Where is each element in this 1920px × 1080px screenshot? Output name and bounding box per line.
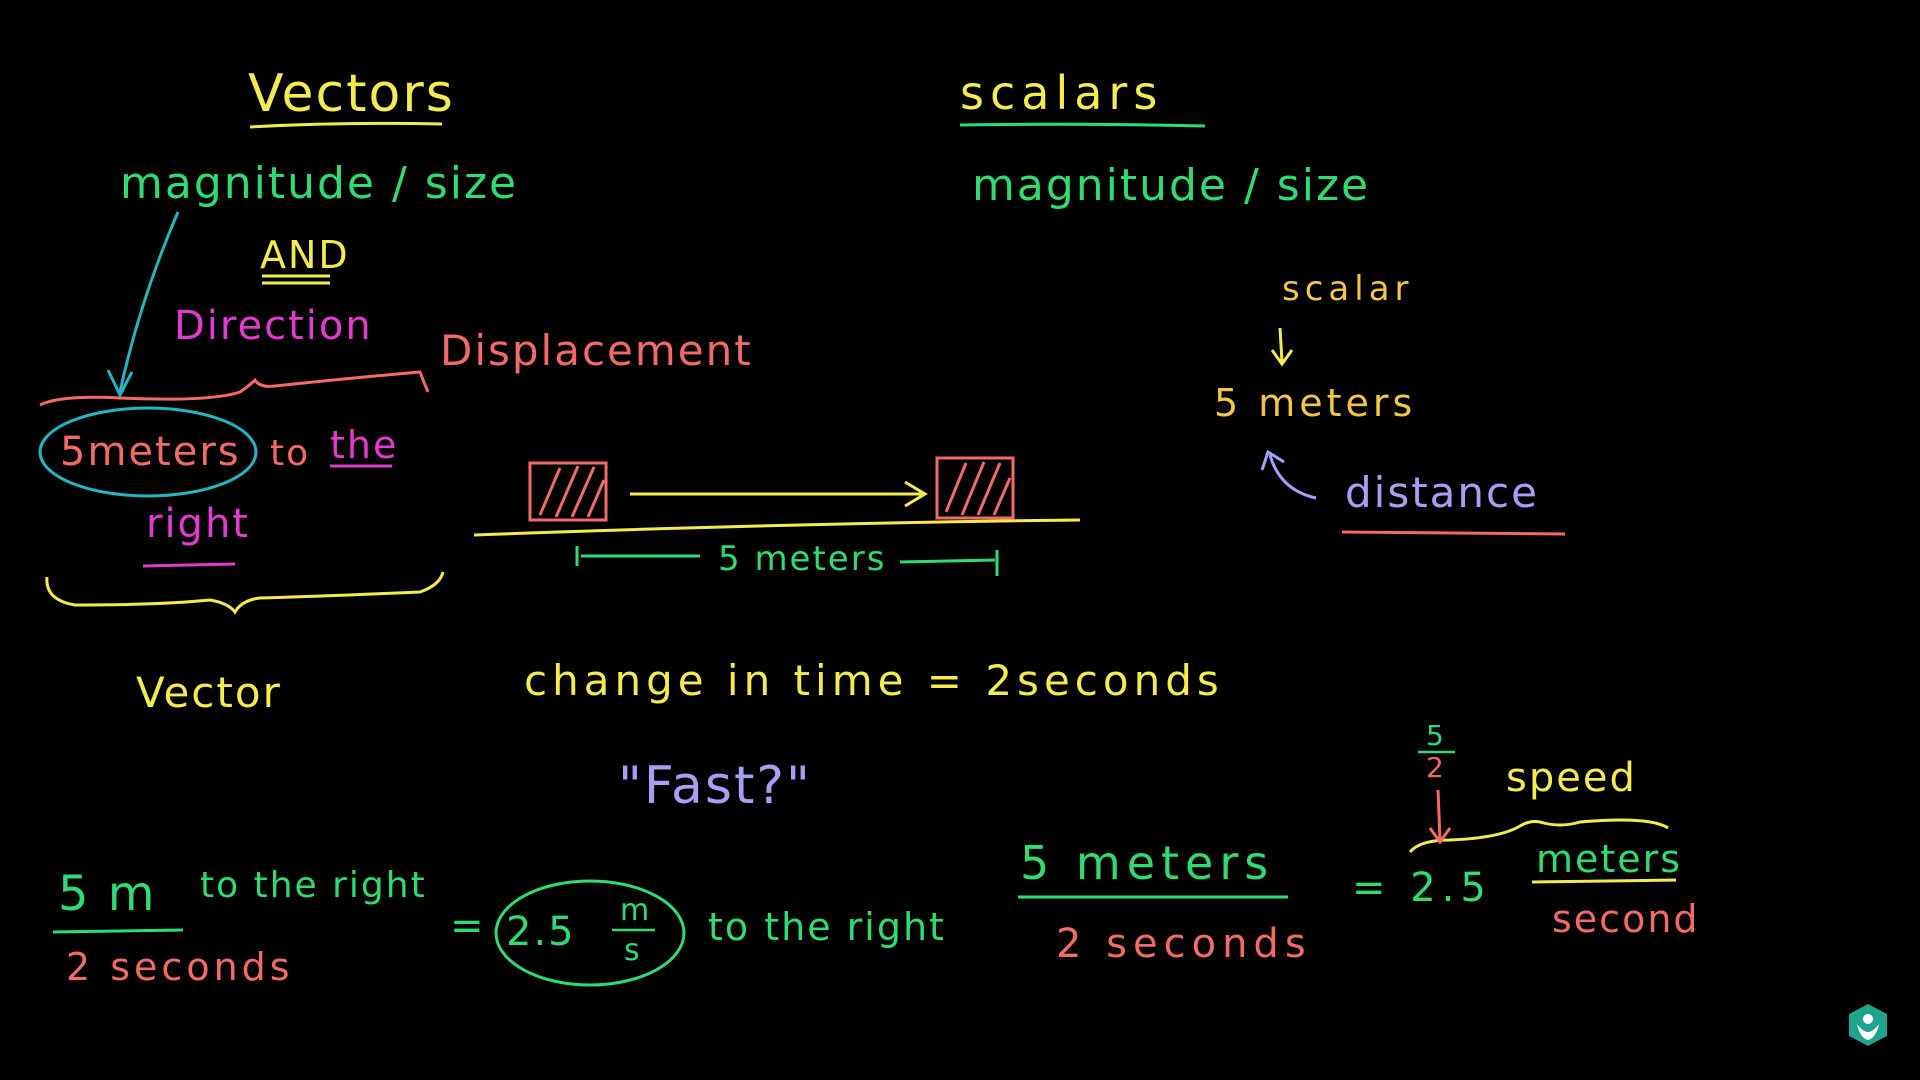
right-underline	[142, 562, 236, 568]
measure-left	[575, 546, 700, 566]
velocity-result-value: 2.5	[506, 909, 576, 955]
khan-academy-logo-icon	[1849, 1004, 1887, 1046]
direction-brace	[39, 370, 430, 407]
scalar-five-meters: 5 meters	[1214, 381, 1417, 425]
scalar-word: scalar	[1282, 269, 1414, 309]
direction-word: Direction	[174, 303, 373, 349]
distance-arrow	[1260, 449, 1317, 500]
scalars-magnitude-size: magnitude / size	[972, 160, 1371, 211]
velocity-numerator: 5 m	[58, 866, 157, 922]
change-in-time-equation: change in time = 2seconds	[524, 656, 1224, 705]
velocity-fraction-line	[52, 928, 184, 934]
velocity-unit-num: m	[620, 893, 652, 928]
speed-arrow	[1428, 789, 1452, 845]
vectors-magnitude-size: magnitude / size	[120, 158, 519, 209]
magnitude-arrow	[118, 211, 180, 393]
end-box	[935, 456, 1015, 520]
right-word: right	[146, 501, 250, 547]
speed-equals: = 2.5	[1352, 865, 1492, 911]
speed-unit-num: meters	[1536, 837, 1683, 881]
five-meters-circle	[38, 406, 258, 498]
displacement-label: Displacement	[440, 326, 753, 375]
scalars-underline	[959, 122, 1206, 128]
ground-line	[473, 518, 1081, 537]
speed-numerator: 5 meters	[1020, 836, 1275, 890]
velocity-equals: =	[450, 903, 486, 949]
motion-arrowhead	[904, 480, 928, 508]
scalars-heading: scalars	[960, 66, 1164, 120]
speed-brace	[1408, 818, 1669, 854]
start-box	[528, 461, 608, 522]
distance-underline	[1341, 530, 1566, 536]
magnitude-arrowhead	[106, 369, 134, 399]
speed-unit-line	[1531, 878, 1677, 884]
distance-word: distance	[1345, 468, 1539, 517]
speed-mini-num: 5	[1426, 719, 1446, 752]
speed-unit-den: second	[1552, 897, 1700, 941]
speed-denominator: 2 seconds	[1056, 921, 1312, 967]
velocity-result-direction: to the right	[708, 905, 946, 949]
vectors-heading: Vectors	[248, 64, 455, 124]
speed-mini-den: 2	[1426, 751, 1446, 784]
scalar-arrow	[1270, 327, 1294, 367]
vector-brace	[45, 571, 445, 615]
velocity-unit-den: s	[624, 933, 642, 968]
five-meters-example: 5meters	[60, 429, 241, 475]
vector-label: Vector	[136, 668, 282, 717]
and-underline	[262, 274, 330, 285]
speed-label: speed	[1506, 755, 1637, 801]
velocity-denominator: 2 seconds	[66, 945, 294, 989]
to-word: to	[270, 433, 311, 474]
fast-question: "Fast?"	[618, 756, 812, 816]
the-word: the	[330, 423, 399, 467]
velocity-result-circle	[494, 879, 686, 987]
displacement-measure: 5 meters	[718, 539, 887, 579]
velocity-numerator-direction: to the right	[200, 865, 427, 906]
vectors-underline	[249, 121, 443, 129]
measure-right	[899, 550, 999, 576]
and-word: AND	[260, 233, 350, 277]
